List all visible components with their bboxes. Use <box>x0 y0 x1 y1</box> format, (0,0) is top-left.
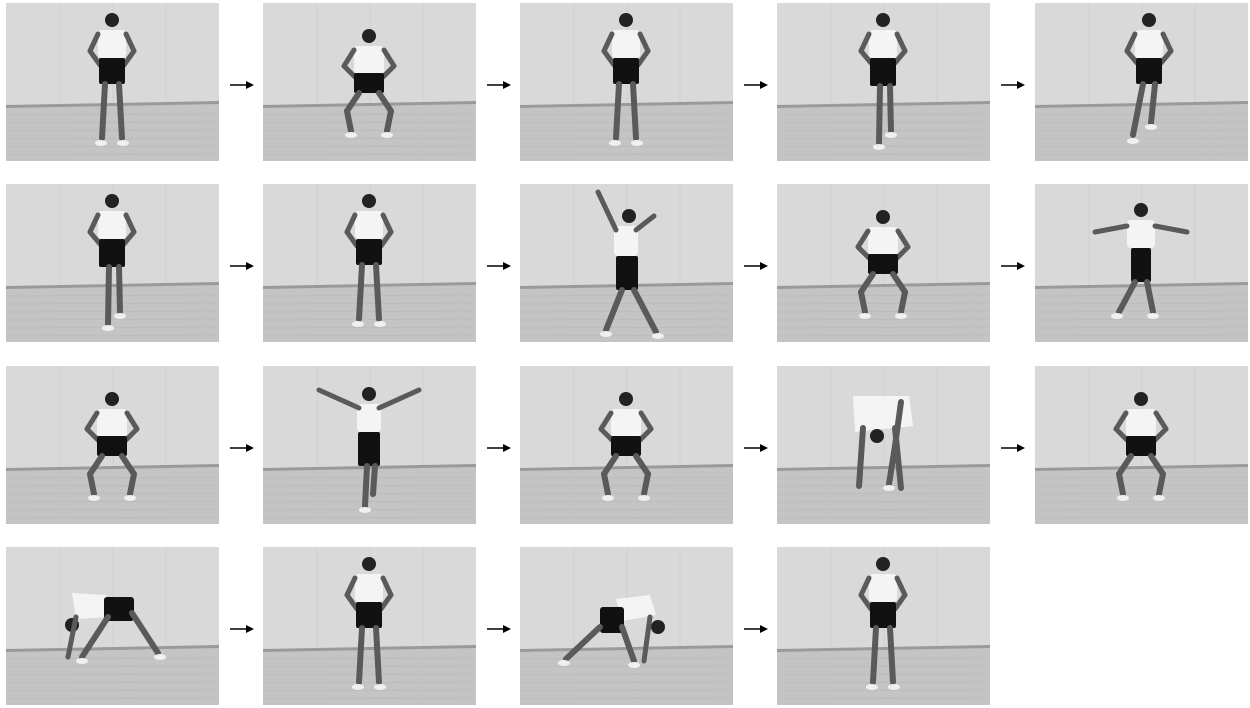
exercise-photo <box>1035 3 1248 161</box>
exercise-photo <box>520 366 733 524</box>
right-arrow-icon <box>230 79 254 91</box>
right-arrow-icon <box>744 623 768 635</box>
right-arrow-icon <box>744 79 768 91</box>
exercise-photo <box>777 366 990 524</box>
exercise-photo <box>520 184 733 342</box>
right-arrow-icon <box>1001 260 1025 272</box>
exercise-photo <box>777 184 990 342</box>
right-arrow-icon <box>1001 79 1025 91</box>
right-arrow-icon <box>1001 442 1025 454</box>
exercise-photo <box>6 547 219 705</box>
right-arrow-icon <box>744 260 768 272</box>
right-arrow-icon <box>487 79 511 91</box>
right-arrow-icon <box>744 442 768 454</box>
exercise-photo <box>263 366 476 524</box>
exercise-photo <box>520 3 733 161</box>
exercise-photo <box>6 366 219 524</box>
exercise-photo <box>520 547 733 705</box>
right-arrow-icon <box>487 442 511 454</box>
right-arrow-icon <box>487 623 511 635</box>
exercise-photo <box>6 3 219 161</box>
right-arrow-icon <box>230 260 254 272</box>
right-arrow-icon <box>487 260 511 272</box>
right-arrow-icon <box>230 442 254 454</box>
exercise-photo <box>777 3 990 161</box>
exercise-photo <box>1035 184 1248 342</box>
exercise-photo <box>6 184 219 342</box>
exercise-photo <box>263 184 476 342</box>
exercise-photo <box>263 3 476 161</box>
exercise-photo <box>263 547 476 705</box>
exercise-photo <box>777 547 990 705</box>
exercise-photo <box>1035 366 1248 524</box>
right-arrow-icon <box>230 623 254 635</box>
